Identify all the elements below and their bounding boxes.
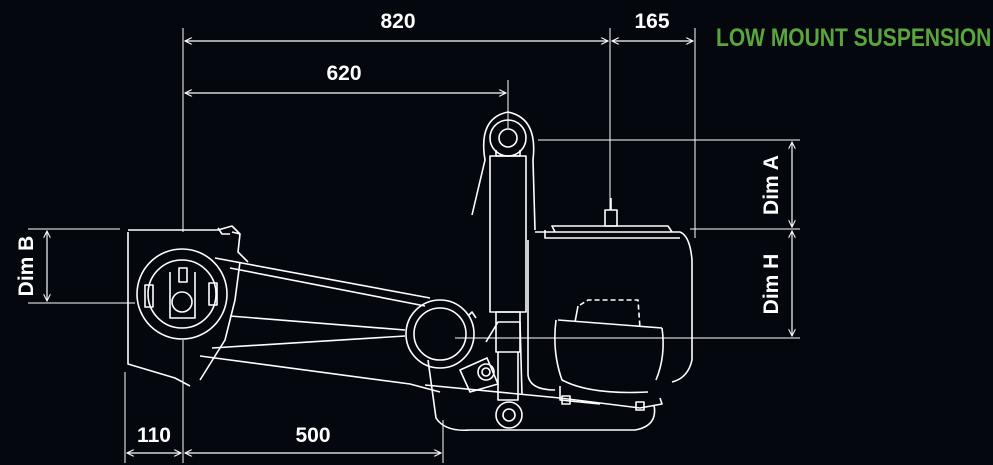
trailing-arm <box>199 257 663 409</box>
label-500: 500 <box>295 424 330 447</box>
dimension-lines <box>47 41 792 453</box>
label-620: 620 <box>326 62 361 85</box>
front-pivot-bushing <box>136 248 228 340</box>
label-820: 820 <box>380 10 415 33</box>
page-title: LOW MOUNT SUSPENSION <box>716 24 992 52</box>
extension-lines <box>28 28 800 463</box>
air-spring <box>527 198 693 394</box>
suspension-mechanism <box>127 111 693 432</box>
label-dim-b: Dim B <box>15 236 38 297</box>
label-165: 165 <box>634 10 669 33</box>
label-dim-h: Dim H <box>760 254 783 315</box>
piston-block <box>559 299 645 411</box>
shock-absorber <box>485 155 527 429</box>
axle-bracket <box>427 357 656 432</box>
axle <box>405 299 477 369</box>
hanger-bracket <box>127 225 249 387</box>
label-110: 110 <box>137 424 171 447</box>
label-dim-a: Dim A <box>760 155 783 215</box>
